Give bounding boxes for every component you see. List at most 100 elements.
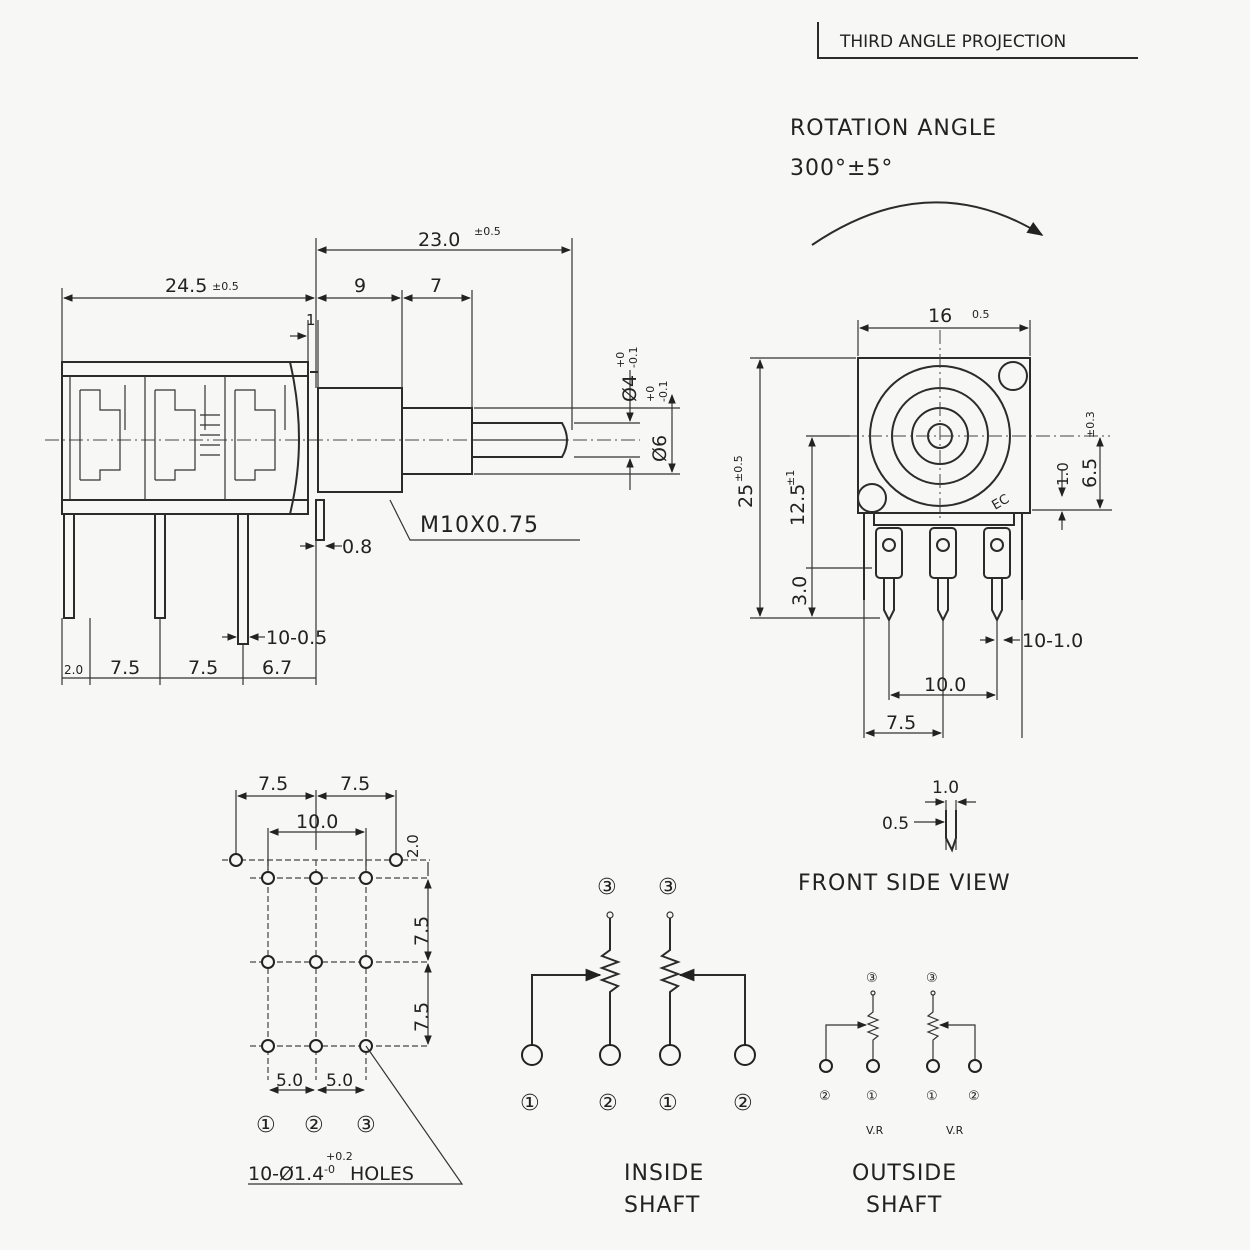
pin-spacing-dims: 2.0 7.5 7.5 6.7 <box>61 540 317 685</box>
outer-shaft <box>401 407 473 475</box>
dim-top-offset: 6.5 <box>1079 458 1101 488</box>
dim-shaft-tol: ±0.5 <box>474 225 501 238</box>
side-body <box>61 361 309 515</box>
dim-top-tol: ±0.3 <box>1084 411 1097 438</box>
outside-terminal-3a: ③ <box>866 971 878 986</box>
footprint-holes <box>229 853 403 1053</box>
fp-pin-1: ① <box>256 1113 276 1138</box>
dim-body-tol: ±0.5 <box>212 280 239 293</box>
front-pin-housing-2 <box>929 527 957 579</box>
resistor-icon <box>659 918 681 1045</box>
fp-top-left: 7.5 <box>258 773 288 795</box>
pin-2 <box>154 513 166 619</box>
detail-caption: FRONT SIDE VIEW <box>798 871 1011 896</box>
dim-front-half: 7.5 <box>886 712 916 734</box>
rotation-value: 300°±5° <box>790 156 893 181</box>
front-pin-housing-1 <box>875 527 903 579</box>
rotation-angle-note: ROTATION ANGLE 300°±5° <box>790 116 1044 246</box>
fp-pin-2: ② <box>304 1113 324 1138</box>
inside-shaft-schematic: ③ ③ ① ② ① ② INSIDE SHAFT <box>520 875 756 1218</box>
outside-terminal-3b: ③ <box>926 971 938 986</box>
dim-bushing: 9 <box>354 275 366 297</box>
dim-inner-dia: Ø4 <box>619 375 641 402</box>
inside-bottom-3: ① <box>658 1091 678 1116</box>
outside-caption-1: OUTSIDE <box>852 1161 957 1186</box>
projection-label: THIRD ANGLE PROJECTION <box>839 32 1066 52</box>
outside-bottom-1: ② <box>819 1089 831 1104</box>
body-front-cap <box>289 361 300 515</box>
dim-outer-dia: Ø6 <box>649 435 671 462</box>
inside-caption-1: INSIDE <box>624 1161 704 1186</box>
holes-tol-bot: -0 <box>324 1163 335 1176</box>
detail-thickness: 0.5 <box>882 814 909 834</box>
dim-front-pin-width: 10-1.0 <box>1022 630 1083 652</box>
dim-front-pitch: 10.0 <box>924 674 966 696</box>
title-frame <box>817 22 1138 59</box>
outside-bottom-3: ① <box>926 1089 938 1104</box>
dim-outer-tol-top: +0 <box>644 386 657 402</box>
inside-bottom-1: ① <box>520 1091 540 1116</box>
inside-bottom-2: ② <box>598 1091 618 1116</box>
front-pin-bracket <box>873 512 1015 526</box>
dim-pitch-3: 6.7 <box>262 657 292 679</box>
dim-lug: 1.0 <box>1054 462 1072 486</box>
fp-inner-pitch: 10.0 <box>296 811 338 833</box>
footprint-grid <box>222 790 430 1080</box>
ec-mark: EC <box>990 492 1012 514</box>
vr-label-right: V.R <box>946 1124 964 1137</box>
dim-center-height: 12.5 <box>787 484 809 526</box>
fp-row1: 7.5 <box>411 916 433 946</box>
inner-shaft <box>472 422 568 458</box>
dim-center-tol: ±1 <box>784 470 797 486</box>
inside-wiper-right <box>678 968 746 1045</box>
dim-front-height: 25 <box>735 484 757 508</box>
dim-front-width-tol: 0.5 <box>972 308 990 321</box>
dim-edge: 2.0 <box>64 663 83 677</box>
outside-caption-2: SHAFT <box>866 1193 942 1218</box>
holes-spec-suffix: HOLES <box>350 1163 414 1185</box>
dim-gap: 1 <box>306 311 316 329</box>
front-pins <box>863 513 1023 623</box>
pin-3 <box>237 513 249 645</box>
dim-pin-width: 10-0.5 <box>266 627 327 649</box>
dim-knurl: 7 <box>430 275 442 297</box>
side-view: 23.0 ±0.5 24.5 ±0.5 9 7 1 Ø4 +0 -0.1 <box>45 225 680 685</box>
fp-edge: 2.0 <box>404 834 422 858</box>
holes-tol-top: +0.2 <box>326 1150 353 1163</box>
pcb-footprint: 7.5 7.5 10.0 2.0 7.5 7.5 5.0 5.0 ① ② ③ <box>222 773 464 1185</box>
inside-terminal-3a: ③ <box>597 875 617 900</box>
inside-caption-2: SHAFT <box>624 1193 700 1218</box>
dim-shaft-total: 23.0 <box>418 229 460 251</box>
dim-front-width: 16 <box>928 305 952 327</box>
vr-label-left: V.R <box>866 1124 884 1137</box>
front-view: EC 16 0.5 25 ±0.5 12.5 ±1 3.0 6.5 <box>732 305 1112 738</box>
dim-pitch-2: 7.5 <box>188 657 218 679</box>
fp-col1: 5.0 <box>276 1071 303 1091</box>
fp-col2: 5.0 <box>326 1071 353 1091</box>
resistor-icon <box>866 995 880 1060</box>
dim-body-length: 24.5 <box>165 275 207 297</box>
inside-bottom-4: ② <box>733 1091 753 1116</box>
front-pin-housing-3 <box>983 527 1011 579</box>
fp-top-right: 7.5 <box>340 773 370 795</box>
detail-width: 1.0 <box>932 778 959 798</box>
fp-pin-3: ③ <box>356 1113 376 1138</box>
holes-spec-prefix: 10-Ø1.4 <box>248 1163 324 1185</box>
mount-lug <box>315 499 325 541</box>
wafer-sections <box>69 376 286 500</box>
detail-pin <box>945 810 957 853</box>
outside-shaft-schematic: ③ ③ ② ① ① ② V.R V.R OUTSIDE SHAFT <box>819 971 982 1218</box>
fp-row2: 7.5 <box>411 1002 433 1032</box>
resistor-icon <box>599 918 621 1045</box>
mount-ear-bottom <box>857 483 887 513</box>
dim-outer-tol-bot: -0.1 <box>657 381 670 402</box>
dim-inner-tol-top: +0 <box>614 352 627 368</box>
rotation-arrow-icon <box>811 201 1044 246</box>
outside-wiper-left <box>825 1021 867 1060</box>
title-block: THIRD ANGLE PROJECTION <box>817 22 1138 59</box>
outside-bottom-4: ② <box>968 1089 980 1104</box>
inside-wiper-left <box>531 968 602 1045</box>
outside-wiper-right <box>939 1021 976 1060</box>
dim-pitch-1: 7.5 <box>110 657 140 679</box>
